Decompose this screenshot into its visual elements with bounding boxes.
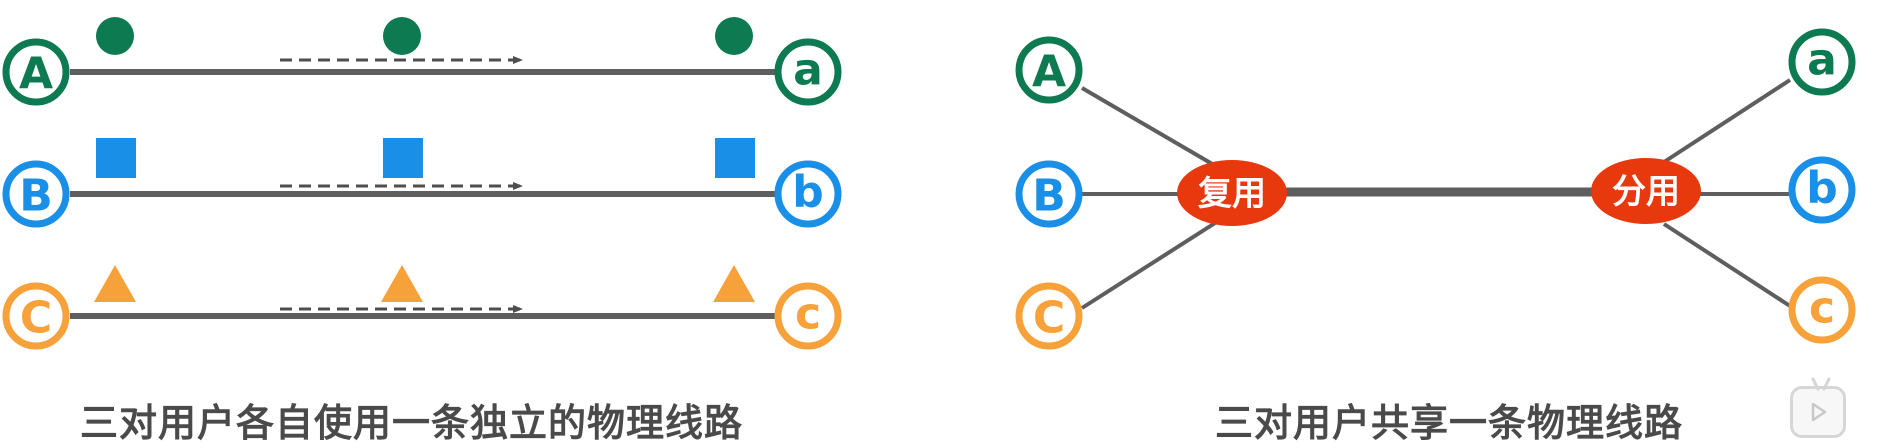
blue-square-marker [715, 138, 755, 178]
demultiplexer-hub: 分用 [1591, 158, 1701, 224]
target-node-c: c [774, 282, 842, 350]
orange-triangle-marker [713, 265, 755, 302]
green-circle-marker [715, 17, 753, 55]
source-node-label: A [1032, 47, 1066, 98]
target-node-a: a [774, 38, 842, 106]
green-circle-marker [383, 17, 421, 55]
orange-triangle-marker [381, 265, 423, 302]
source-node-label: B [19, 171, 53, 222]
left-row-a: A a [2, 17, 842, 106]
right-diagram: A B C 复用 分用 a [1015, 28, 1856, 350]
blue-square-marker [96, 138, 136, 178]
target-node-label: a [1807, 35, 1837, 86]
target-node-label: c [1809, 283, 1835, 334]
link-demux-to-c [1662, 222, 1792, 308]
shared-source-node-b: B [1015, 160, 1083, 228]
shared-target-node-c: c [1788, 276, 1856, 344]
source-node-label: C [20, 293, 52, 344]
source-node-c: C [2, 282, 70, 350]
right-caption: 三对用户共享一条物理线路 [1215, 401, 1684, 445]
source-node-b: B [2, 160, 70, 228]
link-demux-to-a [1662, 78, 1792, 164]
shared-source-node-c: C [1015, 282, 1083, 350]
source-node-a: A [2, 38, 70, 106]
play-badge-button[interactable] [1790, 377, 1846, 438]
source-node-label: B [1032, 171, 1066, 222]
blue-square-marker [383, 138, 423, 178]
source-node-label: C [1033, 293, 1065, 344]
source-node-label: A [19, 49, 53, 100]
multiplexer-hub: 复用 [1177, 160, 1287, 226]
link-c-to-mux [1080, 214, 1228, 310]
demultiplexer-label: 分用 [1612, 172, 1680, 212]
target-node-label: a [793, 45, 823, 96]
target-node-label: b [792, 167, 824, 218]
shared-source-node-a: A [1015, 36, 1083, 104]
link-a-to-mux [1080, 86, 1228, 174]
badge-ears-icon [1811, 377, 1831, 391]
left-row-c: C c [2, 265, 842, 350]
left-caption: 三对用户各自使用一条独立的物理线路 [80, 401, 744, 445]
shared-target-node-a: a [1788, 28, 1856, 96]
target-node-label: c [795, 289, 821, 340]
left-row-b: B b [2, 138, 842, 228]
target-node-b: b [774, 160, 842, 228]
play-icon [1811, 402, 1827, 422]
target-node-label: b [1806, 163, 1838, 214]
green-circle-marker [96, 17, 134, 55]
orange-triangle-marker [94, 265, 136, 302]
shared-target-node-b: b [1788, 156, 1856, 224]
left-diagram: A a B b [2, 17, 842, 350]
multiplexer-label: 复用 [1198, 174, 1266, 214]
